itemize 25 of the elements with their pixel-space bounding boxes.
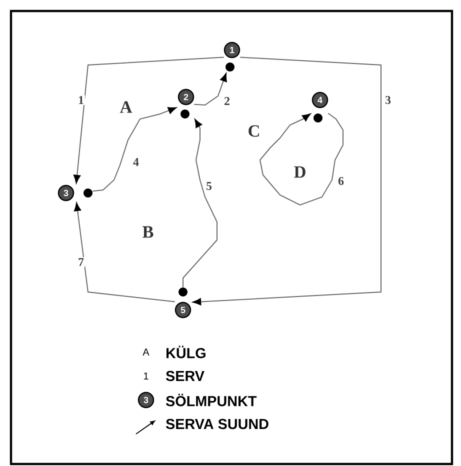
arrow xyxy=(192,56,382,306)
arrow xyxy=(259,112,344,206)
vertex-badge: 3 xyxy=(138,392,154,408)
region-label: A xyxy=(120,101,132,113)
edge-label: 7 xyxy=(77,257,85,267)
legend-text: SERVA SUUND xyxy=(166,418,268,430)
arrow xyxy=(73,56,224,184)
edge-label: 6 xyxy=(337,176,345,186)
edge-label: 4 xyxy=(132,157,140,167)
edge-label: 3 xyxy=(384,94,392,106)
region-label: D xyxy=(294,166,306,178)
edge-label: 1 xyxy=(77,95,85,105)
arrow xyxy=(182,118,218,288)
arrow xyxy=(74,202,176,302)
legend-text: SÖLMPUNKT xyxy=(166,394,257,406)
legend-sample: 1 xyxy=(144,372,148,380)
legend-text: KÜLG xyxy=(166,346,206,358)
region-label: B xyxy=(142,226,154,238)
edge-label: 5 xyxy=(205,181,213,191)
legend-sample: A xyxy=(142,348,150,356)
arrow xyxy=(92,107,177,192)
edge-label: 2 xyxy=(223,96,231,106)
legend-text: SERV xyxy=(166,370,204,382)
arrow xyxy=(194,73,227,106)
region-label: C xyxy=(248,125,259,137)
